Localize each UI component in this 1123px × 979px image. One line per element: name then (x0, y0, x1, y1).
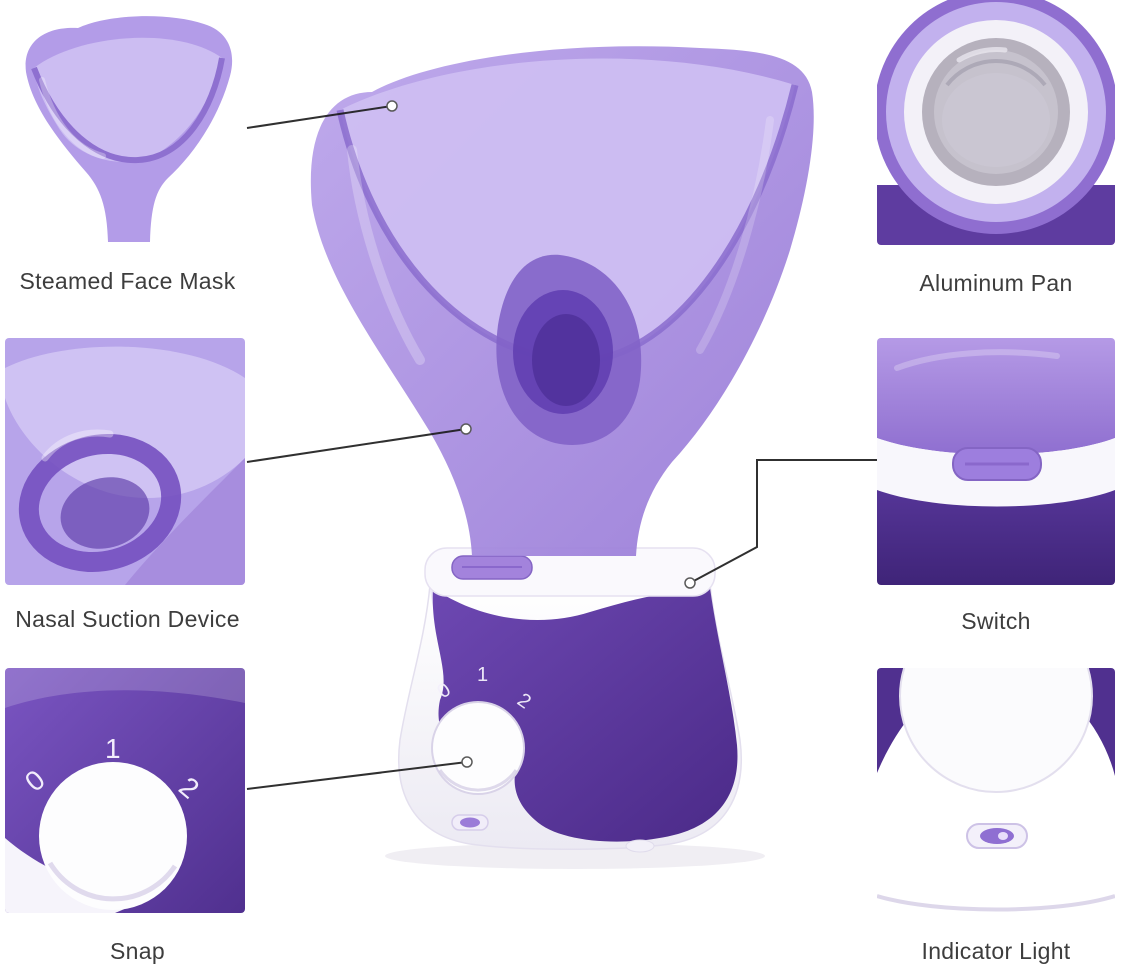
collar-band (424, 547, 716, 597)
inset-nasal-suction-device (5, 338, 245, 585)
mask-crop-highlight (39, 77, 106, 159)
indicator-crop-knob (899, 668, 1093, 793)
face-mask-rim (336, 84, 799, 365)
snap-crop-streak (5, 668, 245, 708)
switch-image (877, 338, 1115, 585)
snap-dial-mark-1: 1 (105, 733, 121, 764)
switch-crop-highlight (894, 349, 1060, 371)
inset-switch (877, 338, 1115, 585)
dial-mark-0: 0 (433, 679, 455, 703)
nasal-cone-hole (60, 477, 150, 549)
nasal-cone-depth (532, 314, 600, 406)
steam-outlet (625, 839, 655, 853)
inset-snap: 0 1 2 (5, 668, 245, 913)
steamer-base (398, 584, 742, 850)
face-mask-inner (340, 58, 795, 362)
mask-crop-rim (31, 57, 225, 164)
mask-crop-inner (34, 37, 222, 162)
mask-highlight-right (696, 116, 774, 354)
dial-mark-1: 1 (477, 664, 488, 686)
snap-knob (39, 762, 187, 910)
dial-knob-shadow (438, 769, 518, 792)
label-indicator-light: Indicator Light (921, 938, 1071, 964)
snap-clip (451, 555, 533, 580)
indicator-light-lens (460, 817, 480, 828)
indicator-lens-glint (998, 832, 1008, 840)
leader-line-face-mask (246, 105, 393, 129)
pan-bottom (942, 73, 1050, 167)
nasal-cone-ring (18, 433, 182, 573)
label-steamed-face-mask: Steamed Face Mask (19, 268, 236, 294)
mask-highlight-left (347, 145, 425, 365)
aluminum-pan-image (877, 0, 1115, 245)
pan-inner-shadow (945, 58, 1047, 87)
indicator-light-image (877, 668, 1115, 915)
leader-dot-snap (461, 756, 473, 768)
indicator-crop-base-edge (877, 894, 1115, 912)
label-snap: Snap (110, 938, 165, 964)
face-mask-body (310, 46, 814, 556)
leader-line-switch (689, 459, 877, 584)
nasal-crop-shade (125, 458, 245, 585)
nasal-cone (496, 254, 642, 445)
snap-image: 0 1 2 (5, 668, 245, 913)
indicator-crop-corner-left (877, 668, 962, 773)
leader-dot-switch (684, 577, 696, 589)
inset-indicator-light (877, 668, 1115, 915)
indicator-lens (980, 828, 1014, 844)
leader-line-nasal (246, 428, 467, 463)
indicator-crop-corner-right (1027, 668, 1115, 776)
base-shading (430, 590, 555, 674)
leader-dot-face-mask (386, 100, 398, 112)
leader-dot-nasal (460, 423, 472, 435)
inset-steamed-face-mask (8, 10, 245, 247)
dial-mark-2: 2 (513, 689, 535, 713)
switch-crop-mask-part (877, 338, 1115, 455)
label-nasal-suction-device: Nasal Suction Device (15, 606, 240, 632)
indicator-light (451, 814, 489, 831)
nasal-suction-image (5, 338, 245, 585)
floor-shadow (385, 843, 765, 869)
pan-highlight (956, 47, 1008, 63)
switch-crop-base (877, 490, 1115, 585)
label-switch: Switch (961, 608, 1031, 634)
snap-knob-shadow (47, 861, 178, 902)
base-front-panel (432, 588, 738, 842)
leader-line-snap (246, 761, 468, 790)
dial-knob (431, 701, 525, 795)
nasal-crop-highlight (41, 429, 114, 462)
nasal-cone-opening (513, 290, 613, 414)
steamed-face-mask-image (8, 10, 245, 247)
label-aluminum-pan: Aluminum Pan (919, 270, 1073, 296)
inset-aluminum-pan (877, 0, 1115, 245)
